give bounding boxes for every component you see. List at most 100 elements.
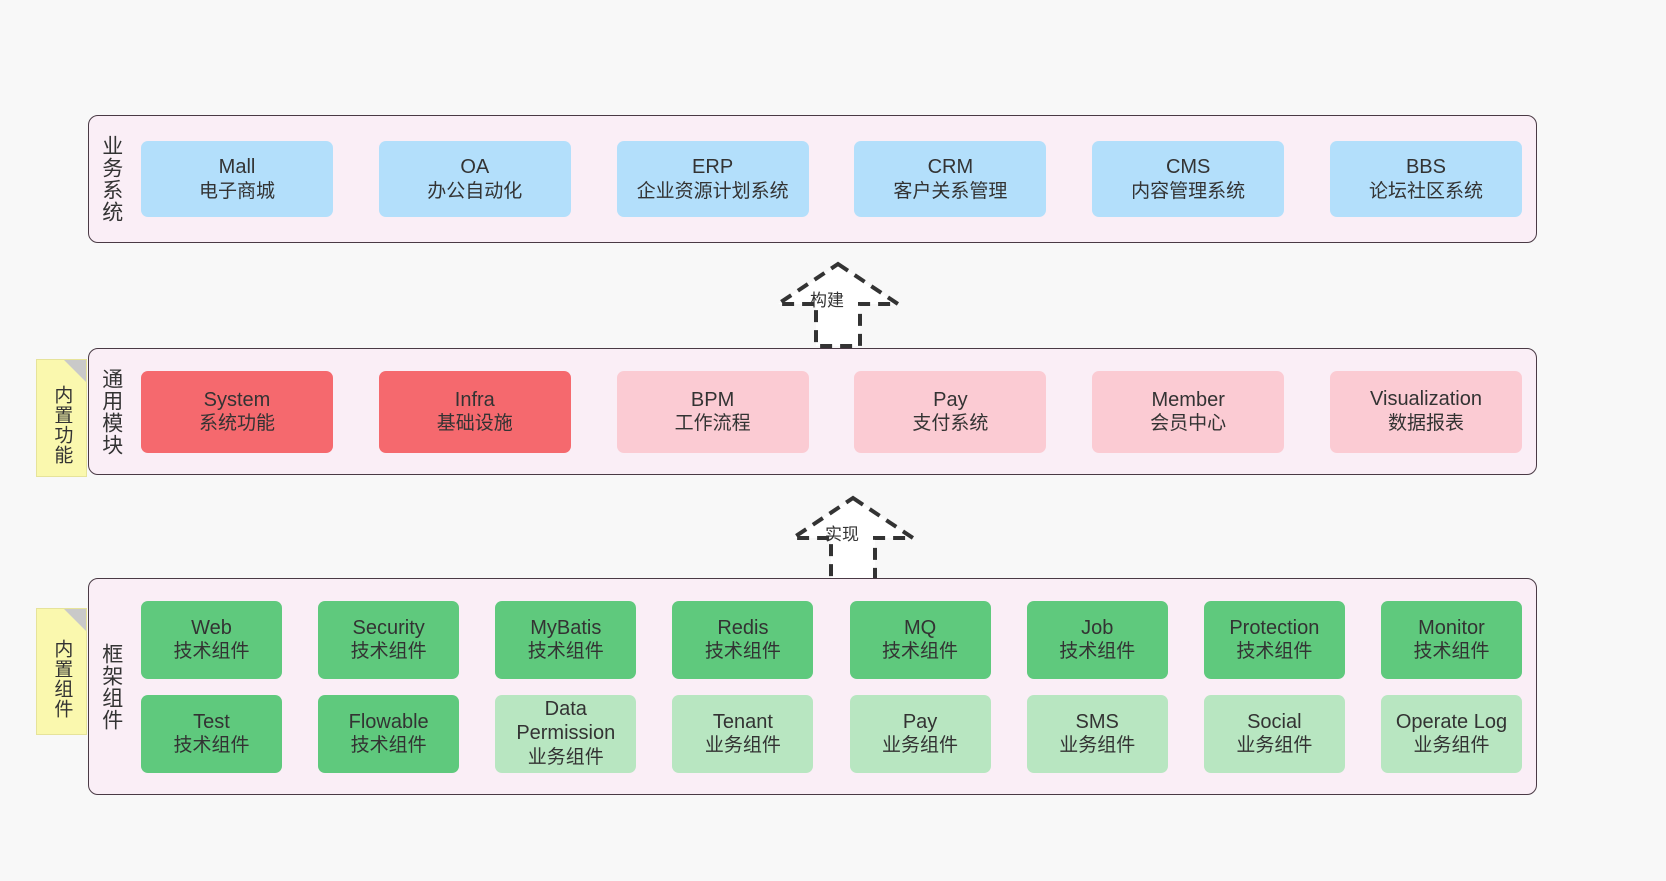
connector-implement: 实现: [765, 492, 945, 584]
box-subtitle: 业务组件: [1413, 735, 1490, 757]
box-title: Job: [1081, 616, 1114, 639]
box-title: Social: [1247, 710, 1302, 733]
connector-build: 构建: [750, 258, 930, 350]
business-layer-title: 业务系统: [99, 135, 123, 223]
box-subtitle: 技术组件: [527, 641, 604, 663]
box-title: CMS: [1165, 156, 1211, 179]
box-subtitle: 技术组件: [350, 735, 427, 757]
box-title: BPM: [690, 388, 735, 411]
box-title: MQ: [903, 616, 937, 639]
note-builtin-components-label: 内置组件: [51, 638, 73, 719]
box-title: Test: [193, 710, 230, 733]
box-title: Redis: [717, 616, 769, 639]
box-subtitle: 业务组件: [704, 735, 781, 757]
box-subtitle: 内容管理系统: [1131, 180, 1246, 202]
note-fold-corner: [64, 360, 86, 382]
box-title: Member: [1151, 388, 1225, 411]
module-layer-title: 通用模块: [99, 367, 123, 456]
note-fold-corner: [64, 609, 86, 631]
box-subtitle: 技术组件: [173, 641, 250, 663]
box-title: Security: [352, 616, 425, 639]
box-subtitle: 基础设施: [436, 413, 513, 435]
box-title: Infra: [454, 388, 495, 411]
framework-layer-title: 框架组件: [99, 642, 123, 731]
box-title: Protection: [1229, 616, 1320, 639]
box-subtitle: 支付系统: [912, 413, 989, 435]
box-title: Flowable: [348, 710, 429, 733]
box-title: Pay: [902, 710, 938, 733]
box-title: OA: [460, 156, 490, 179]
box-subtitle: 系统功能: [198, 413, 275, 435]
box-title: Monitor: [1418, 616, 1485, 639]
box-subtitle: 技术组件: [350, 641, 427, 663]
note-builtin-components: 内置组件: [36, 608, 87, 735]
box-subtitle: 业务组件: [882, 735, 959, 757]
connector-build-label: 构建: [810, 291, 844, 310]
box-title: Visualization: [1370, 388, 1482, 411]
box-title: Pay: [933, 388, 968, 411]
box-title: BBS: [1405, 156, 1446, 179]
box-subtitle: 技术组件: [1413, 641, 1490, 663]
box-subtitle: 技术组件: [1236, 641, 1313, 663]
box-subtitle: 业务组件: [1236, 735, 1313, 757]
note-builtin-features-label: 内置功能: [51, 385, 73, 465]
box-title: Operate Log: [1395, 710, 1508, 733]
box-subtitle: 电子商城: [198, 180, 275, 202]
box-title: Tenant: [712, 710, 773, 733]
connector-implement-label: 实现: [825, 525, 859, 544]
box-subtitle: 技术组件: [882, 641, 959, 663]
box-title: System: [203, 388, 271, 411]
box-subtitle: 企业资源计划系统: [636, 180, 789, 202]
box-title: Mall: [218, 156, 256, 179]
box-title: ERP: [692, 156, 734, 179]
box-subtitle: 客户关系管理: [893, 180, 1008, 202]
box-title: CRM: [927, 156, 974, 179]
box-subtitle: 技术组件: [1059, 641, 1136, 663]
implement-arrow-icon: [786, 495, 920, 582]
box-subtitle: 办公自动化: [427, 180, 523, 202]
box-subtitle: 业务组件: [1059, 735, 1136, 757]
box-subtitle: 技术组件: [173, 735, 250, 757]
box-subtitle: 技术组件: [704, 641, 781, 663]
box-subtitle: 数据报表: [1387, 412, 1464, 434]
box-subtitle: 工作流程: [674, 413, 751, 435]
box-subtitle: 论坛社区系统: [1368, 180, 1483, 202]
box-subtitle: 会员中心: [1150, 413, 1227, 435]
